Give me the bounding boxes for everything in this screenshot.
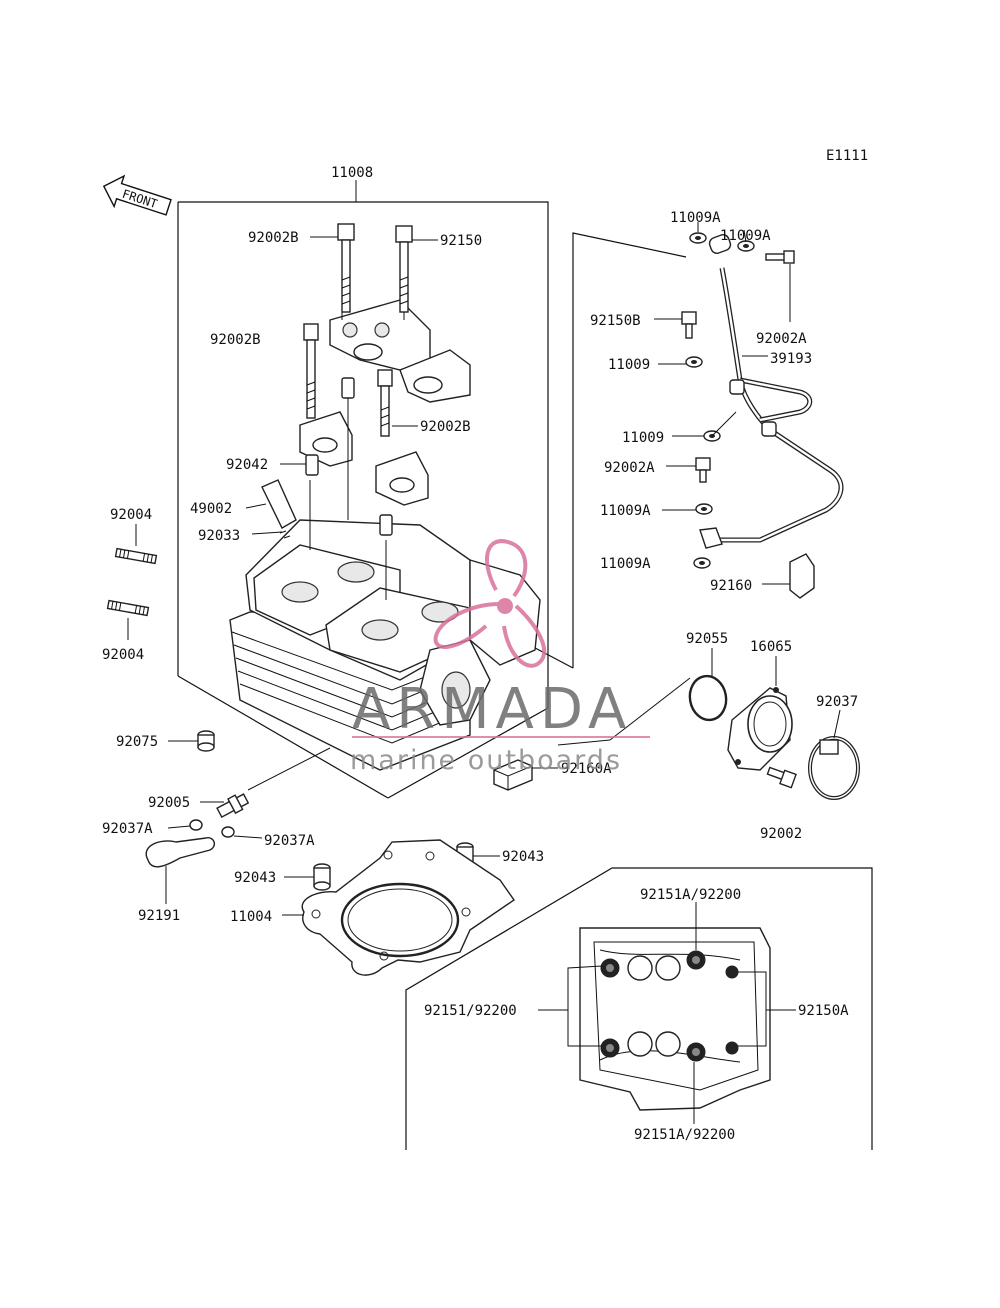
- label-11009A: 11009A: [720, 228, 771, 244]
- cam-chain-guide: [261, 479, 297, 529]
- label-11009A: 11009A: [600, 503, 651, 519]
- propeller-logo-icon: [433, 539, 547, 668]
- label-92002B: 92002B: [210, 332, 261, 348]
- label-92055: 92055: [686, 631, 728, 647]
- label-92037A: 92037A: [102, 821, 153, 837]
- label-11009: 11009: [622, 430, 664, 446]
- label-11009A: 11009A: [600, 556, 651, 572]
- label-11009: 11009: [608, 357, 650, 373]
- label-92037A: 92037A: [264, 833, 315, 849]
- label-92002A: 92002A: [756, 331, 807, 347]
- label-92002B: 92002B: [248, 230, 299, 246]
- label-39193: 39193: [770, 351, 812, 367]
- bolt-92002A-top: [765, 250, 795, 264]
- cam-cap-lower-left: [299, 411, 353, 467]
- cylinder-head-top-view: [579, 927, 771, 1111]
- label-92002B: 92002B: [420, 419, 471, 435]
- oil-pipe-39193: [699, 234, 844, 549]
- label-92151A-92200: 92151A/92200: [634, 1127, 735, 1143]
- label-92002A: 92002A: [604, 460, 655, 476]
- label-92005: 92005: [148, 795, 190, 811]
- bolt-92002B-top: [337, 223, 355, 313]
- oil-pipe-group-box: [519, 232, 687, 669]
- label-92191: 92191: [138, 908, 180, 924]
- label-92002: 92002: [760, 826, 802, 842]
- clamp-92037A-left: [189, 819, 203, 831]
- head-bolt-pattern-box: [405, 867, 873, 1150]
- stud-92004-upper: [114, 547, 158, 565]
- label-92004: 92004: [102, 647, 144, 663]
- clamp-92037A-right: [221, 826, 235, 838]
- cam-cap-upper: [329, 299, 471, 403]
- damper-92160: [789, 553, 815, 599]
- label-92043: 92043: [502, 849, 544, 865]
- dowel-pin-92042: [305, 454, 319, 476]
- dowel-92043-left: [313, 863, 331, 891]
- plug-92075: [197, 730, 215, 752]
- label-92150B: 92150B: [590, 313, 641, 329]
- breather-hose-92191: [145, 837, 216, 868]
- dowel-pin: [341, 377, 355, 399]
- bolt-92002B-mid: [303, 323, 319, 419]
- label-16065: 16065: [750, 639, 792, 655]
- label-92042: 92042: [226, 457, 268, 473]
- watermark-tagline: marine outboards: [350, 745, 622, 776]
- fitting-92005: [216, 793, 250, 818]
- label-92150: 92150: [440, 233, 482, 249]
- label-92043: 92043: [234, 870, 276, 886]
- bolt-92150: [395, 225, 413, 313]
- bolt-92150B: [681, 311, 697, 339]
- front-arrow-icon: FRONT: [102, 174, 172, 216]
- cam-cap-lower-right: [375, 451, 429, 506]
- label-92033: 92033: [198, 528, 240, 544]
- label-11008: 11008: [331, 165, 373, 181]
- label-92151A-92200: 92151A/92200: [640, 887, 741, 903]
- o-ring-92055: [688, 674, 728, 722]
- stud-92004-lower: [106, 599, 150, 617]
- label-92004: 92004: [110, 507, 152, 523]
- label-92160A: 92160A: [561, 761, 612, 777]
- watermark-logo: ARMADA marine outboards: [350, 539, 650, 776]
- label-92075: 92075: [116, 734, 158, 750]
- label-92151-92200: 92151/92200: [424, 1003, 517, 1019]
- label-92160: 92160: [710, 578, 752, 594]
- bolt-92002B-low: [377, 369, 393, 437]
- label-49002: 49002: [190, 501, 232, 517]
- bolt-92002A-mid: [695, 457, 711, 483]
- intake-holder-16065: [727, 687, 793, 771]
- cylinder-head-group-box: [177, 180, 549, 799]
- head-gasket-11004: [301, 839, 515, 976]
- washers: [685, 232, 755, 569]
- watermark-brand: ARMADA: [352, 677, 632, 742]
- label-92037: 92037: [816, 694, 858, 710]
- label-92150A: 92150A: [798, 1003, 849, 1019]
- dowel-pin: [379, 514, 393, 536]
- damper-92160A: [493, 759, 533, 791]
- clamp-92037: [808, 736, 860, 800]
- diagram-id: E1111: [826, 148, 868, 164]
- label-11004: 11004: [230, 909, 272, 925]
- label-11009A: 11009A: [670, 210, 721, 226]
- spring-92033: [279, 530, 291, 539]
- bolt-92002-intake: [766, 766, 797, 789]
